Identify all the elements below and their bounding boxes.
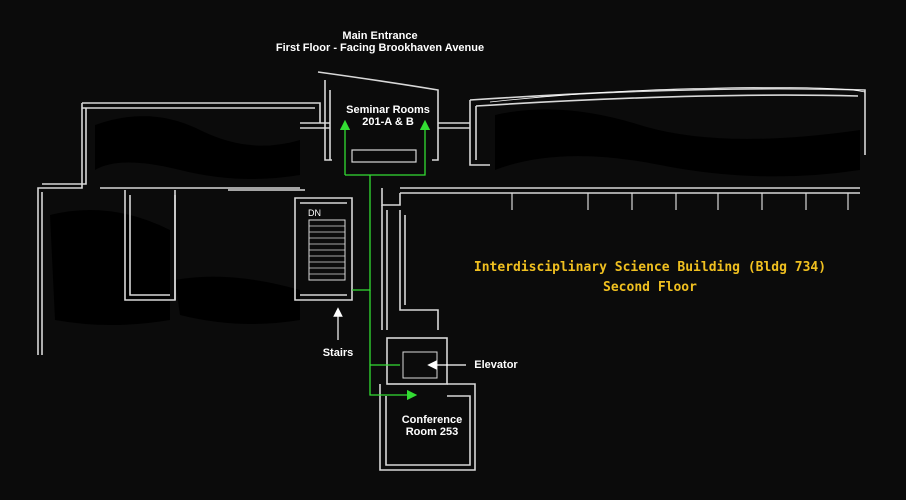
stairs-label: Stairs (322, 347, 354, 359)
conference-line1: Conference (401, 414, 463, 426)
seminar-line1: Seminar Rooms (346, 104, 430, 116)
dn-label: DN (308, 208, 321, 218)
seminar-rooms-label: Seminar Rooms 201-A & B (333, 104, 443, 128)
redaction-scribbles (50, 109, 860, 325)
entrance-line2: First Floor - Facing Brookhaven Avenue (275, 42, 485, 54)
route-paths (339, 119, 431, 401)
building-title: Interdisciplinary Science Building (Bldg… (470, 258, 830, 298)
building-name: Interdisciplinary Science Building (Bldg… (473, 260, 827, 275)
floor-name: Second Floor (603, 280, 697, 295)
entrance-line1: Main Entrance (342, 30, 418, 42)
elevator-label: Elevator (474, 359, 518, 371)
facade-line (489, 87, 866, 103)
walls (37, 71, 866, 471)
conference-room-label: Conference Room 253 (392, 414, 472, 438)
pointer-arrows (333, 307, 466, 370)
conference-line2: Room 253 (405, 426, 459, 438)
main-entrance-label: Main Entrance First Floor - Facing Brook… (240, 30, 520, 54)
seminar-line2: 201-A & B (362, 116, 414, 128)
